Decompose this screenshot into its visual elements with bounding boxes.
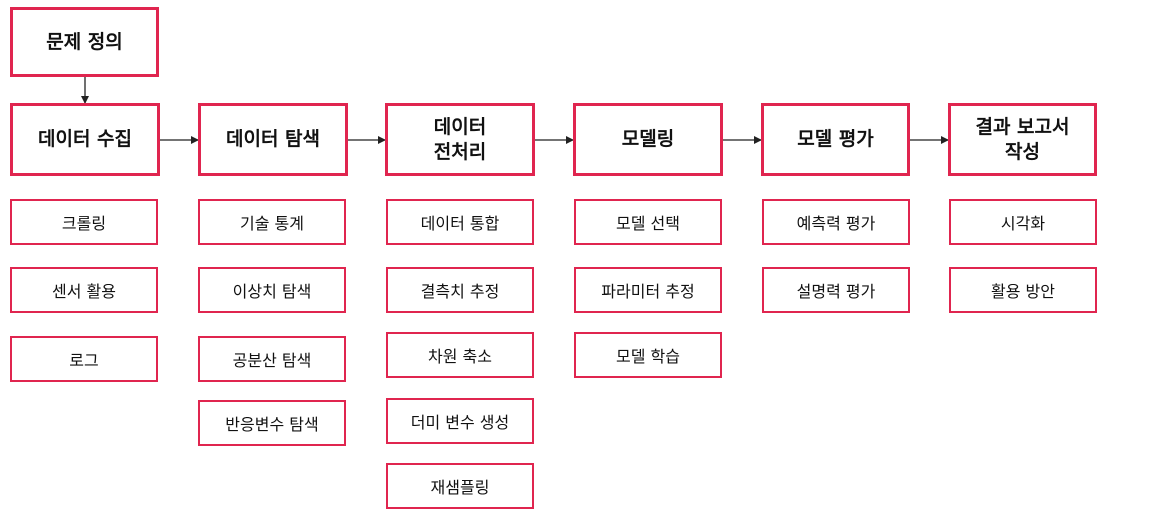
sub-item-label: 데이터 통합 bbox=[420, 214, 500, 233]
stage-box-data-exploration: 데이터 탐색 bbox=[198, 103, 348, 176]
stage-label: 모델 평가 bbox=[797, 128, 874, 150]
sub-item-box: 로그 bbox=[10, 336, 158, 382]
sub-item-label: 시각화 bbox=[1000, 214, 1046, 233]
sub-item-label: 반응변수 탐색 bbox=[225, 415, 319, 434]
stage-label: 데이터 탐색 bbox=[225, 128, 320, 150]
sub-item-label: 모델 선택 bbox=[616, 214, 680, 233]
stage-box-data-collection: 데이터 수집 bbox=[10, 103, 160, 176]
sub-item-box: 기술 통계 bbox=[198, 199, 346, 245]
sub-item-label: 차원 축소 bbox=[428, 347, 492, 366]
stage-label: 모델링 bbox=[621, 128, 675, 150]
sub-item-box: 설명력 평가 bbox=[762, 267, 910, 313]
sub-item-label: 모델 학습 bbox=[616, 347, 680, 366]
start-box-problem-definition: 문제 정의 bbox=[10, 7, 159, 77]
sub-item-label: 활용 방안 bbox=[991, 282, 1055, 301]
sub-item-box: 이상치 탐색 bbox=[198, 267, 346, 313]
sub-item-box: 크롤링 bbox=[10, 199, 158, 245]
sub-item-label: 설명력 평가 bbox=[796, 282, 876, 301]
sub-item-label: 재샘플링 bbox=[430, 478, 490, 497]
stage-label: 결과 보고서 작성 bbox=[975, 115, 1070, 163]
sub-item-label: 크롤링 bbox=[61, 214, 107, 233]
sub-item-box: 파라미터 추정 bbox=[574, 267, 722, 313]
sub-item-box: 시각화 bbox=[949, 199, 1097, 245]
sub-item-label: 공분산 탐색 bbox=[232, 351, 312, 370]
sub-item-box: 모델 선택 bbox=[574, 199, 722, 245]
sub-item-label: 기술 통계 bbox=[240, 214, 304, 233]
sub-item-box: 반응변수 탐색 bbox=[198, 400, 346, 446]
sub-item-box: 공분산 탐색 bbox=[198, 336, 346, 382]
sub-item-box: 활용 방안 bbox=[949, 267, 1097, 313]
sub-item-box: 결측치 추정 bbox=[386, 267, 534, 313]
stage-label: 데이터 수집 bbox=[37, 128, 132, 150]
sub-item-box: 예측력 평가 bbox=[762, 199, 910, 245]
sub-item-box: 더미 변수 생성 bbox=[386, 398, 534, 444]
stage-box-modeling: 모델링 bbox=[573, 103, 723, 176]
sub-item-box: 데이터 통합 bbox=[386, 199, 534, 245]
stage-box-preprocessing: 데이터 전처리 bbox=[385, 103, 535, 176]
sub-item-label: 더미 변수 생성 bbox=[410, 413, 510, 432]
sub-item-box: 센서 활용 bbox=[10, 267, 158, 313]
sub-item-box: 차원 축소 bbox=[386, 332, 534, 378]
stage-label: 데이터 전처리 bbox=[433, 115, 487, 163]
sub-item-box: 재샘플링 bbox=[386, 463, 534, 509]
sub-item-label: 예측력 평가 bbox=[796, 214, 876, 233]
sub-item-label: 센서 활용 bbox=[52, 282, 116, 301]
sub-item-box: 모델 학습 bbox=[574, 332, 722, 378]
sub-item-label: 파라미터 추정 bbox=[601, 282, 695, 301]
sub-item-label: 이상치 탐색 bbox=[232, 282, 312, 301]
stage-box-model-evaluation: 모델 평가 bbox=[761, 103, 910, 176]
stage-box-report-writing: 결과 보고서 작성 bbox=[948, 103, 1097, 176]
start-box-label: 문제 정의 bbox=[46, 30, 123, 53]
sub-item-label: 결측치 추정 bbox=[420, 282, 500, 301]
sub-item-label: 로그 bbox=[69, 351, 99, 370]
